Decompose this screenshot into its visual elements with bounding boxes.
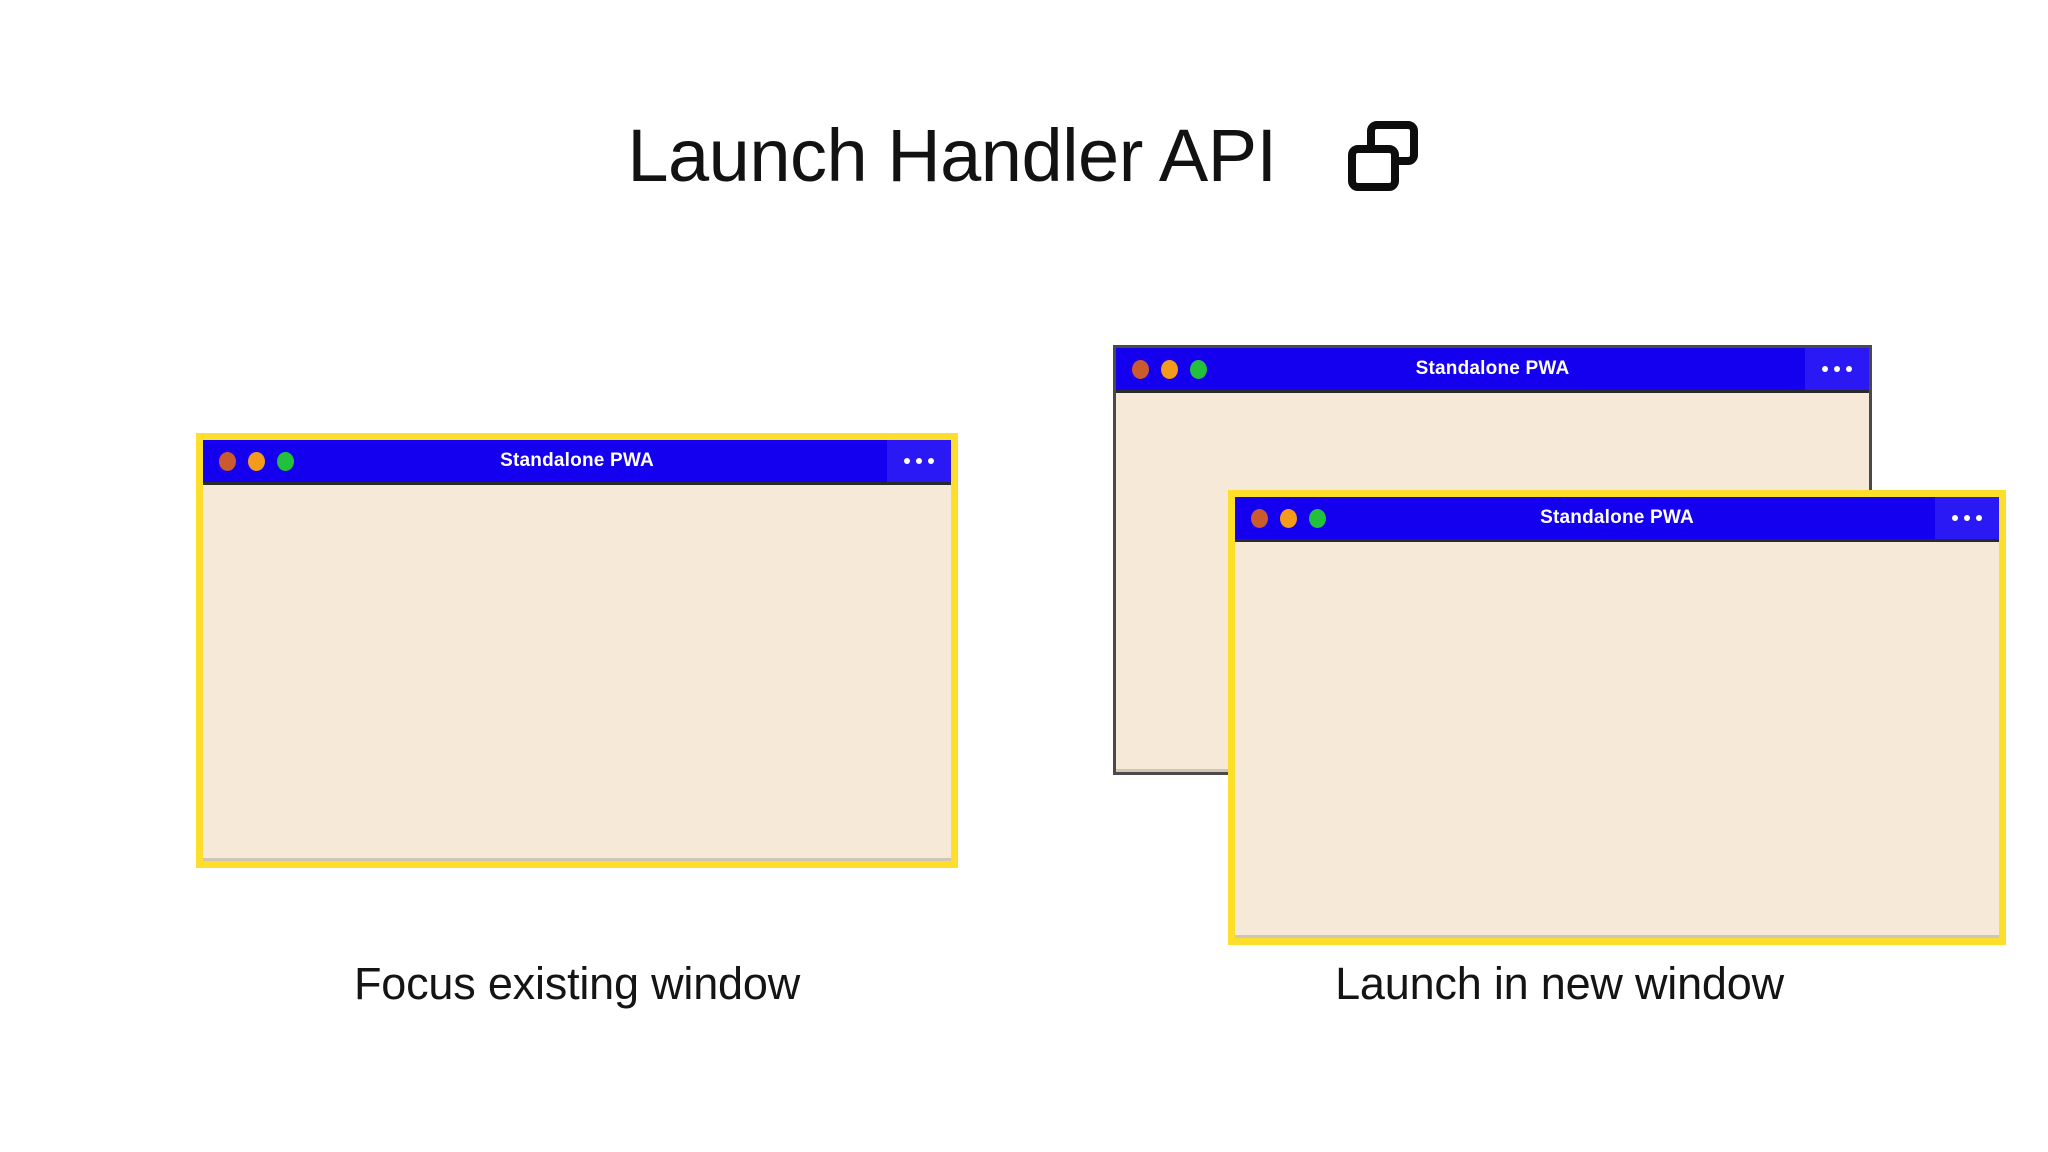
more-options-icon[interactable] — [1935, 497, 1999, 539]
window-titlebar[interactable]: Standalone PWA — [1116, 348, 1869, 393]
menu-dot — [1952, 515, 1958, 521]
more-options-icon[interactable] — [887, 440, 951, 482]
windows-overlap-icon — [1347, 121, 1418, 191]
window-controls — [1116, 359, 1207, 379]
menu-dot — [1834, 366, 1840, 372]
maximize-dot-icon[interactable] — [277, 451, 294, 471]
window-titlebar[interactable]: Standalone PWA — [203, 440, 951, 485]
window-titlebar[interactable]: Standalone PWA — [1235, 497, 1999, 542]
window-controls — [1235, 508, 1326, 528]
minimize-dot-icon[interactable] — [1280, 508, 1297, 528]
maximize-dot-icon[interactable] — [1309, 508, 1326, 528]
minimize-dot-icon[interactable] — [248, 451, 265, 471]
window-frame: Standalone PWA — [203, 440, 951, 861]
close-dot-icon[interactable] — [1251, 508, 1268, 528]
close-dot-icon[interactable] — [219, 451, 236, 471]
menu-dot — [916, 458, 922, 464]
slide-header: Launch Handler API — [0, 118, 2048, 194]
window-frame: Standalone PWA — [1235, 497, 1999, 938]
window-content-area — [1235, 542, 1999, 938]
menu-dot — [1964, 515, 1970, 521]
window-focus-existing[interactable]: Standalone PWA — [196, 433, 958, 868]
window-launched-new[interactable]: Standalone PWA — [1228, 490, 2006, 945]
more-options-icon[interactable] — [1805, 348, 1869, 390]
caption-launch-new: Launch in new window — [1335, 958, 1784, 1009]
caption-focus-existing: Focus existing window — [354, 958, 800, 1009]
menu-dot — [928, 458, 934, 464]
window-title: Standalone PWA — [1540, 507, 1694, 528]
window-title: Standalone PWA — [1415, 358, 1570, 379]
maximize-dot-icon[interactable] — [1190, 359, 1207, 379]
menu-dot — [1976, 515, 1982, 521]
minimize-dot-icon[interactable] — [1161, 359, 1178, 379]
page-title: Launch Handler API — [627, 114, 1277, 197]
menu-dot — [1846, 366, 1852, 372]
menu-dot — [1822, 366, 1828, 372]
menu-dot — [904, 458, 910, 464]
window-controls — [203, 451, 294, 471]
window-content-area — [203, 485, 951, 861]
window-title: Standalone PWA — [500, 450, 654, 471]
close-dot-icon[interactable] — [1132, 359, 1149, 379]
